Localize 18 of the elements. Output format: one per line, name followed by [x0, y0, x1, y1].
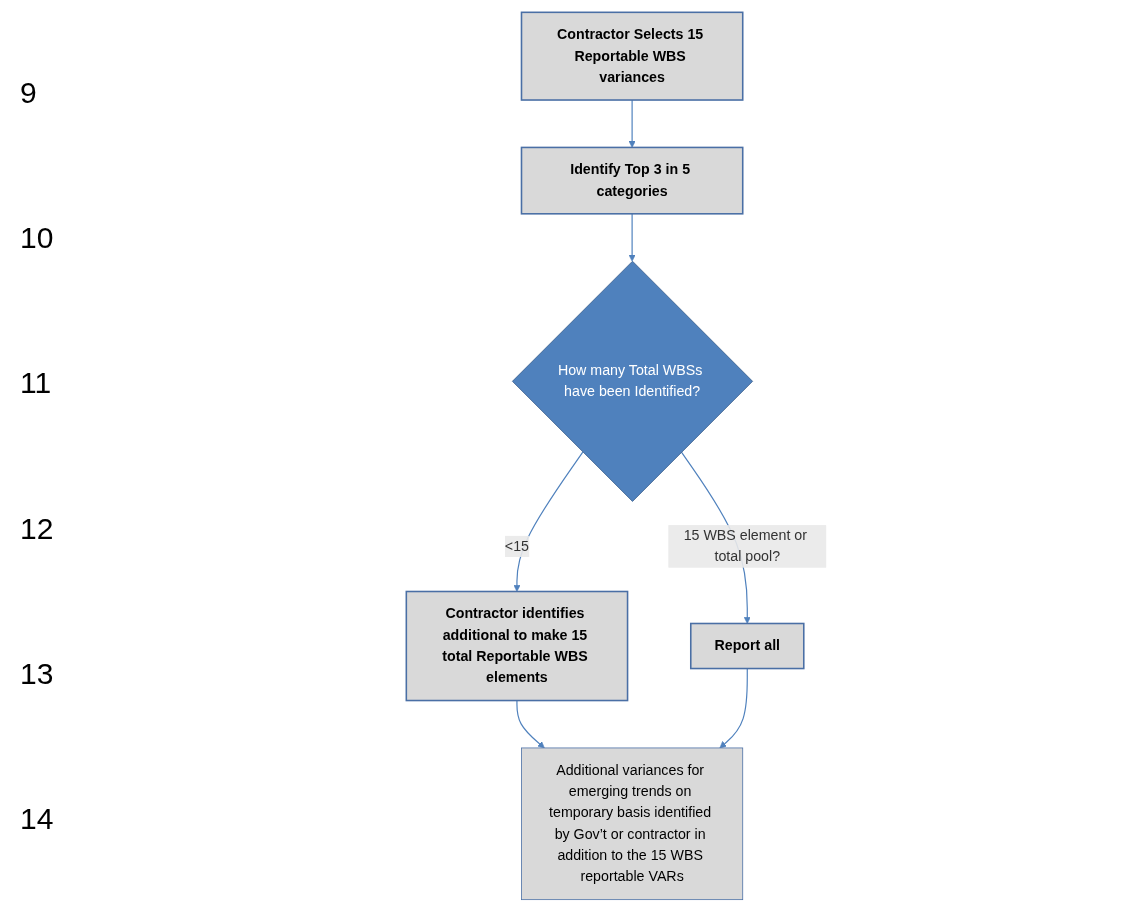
step-number: 11: [20, 366, 53, 401]
step-number: 12: [20, 511, 55, 546]
arrow: [628, 213, 636, 262]
node-box: Contractor Selects 15 Reportable WBS variances: [520, 11, 744, 101]
node-box: Report all: [689, 622, 805, 670]
step-number: 14: [20, 802, 55, 837]
edge-label: 15 WBS element or total pool?: [683, 527, 807, 565]
step-number: 9: [20, 75, 38, 110]
step-number: 10: [20, 221, 55, 255]
step-number: 13: [20, 656, 55, 691]
node-box: Additional variances for emerging trends on temporary basis identified by Gov’t or contractor in addition to the 15 WBS reportable VARs: [520, 747, 743, 901]
arrow: [516, 699, 545, 749]
arrow: [719, 667, 748, 749]
node-box: Identify Top 3 in 5 categories: [520, 146, 744, 215]
node-diamond: How many Total WBSs have been Identified?: [511, 260, 753, 502]
edge-label: <15: [504, 538, 529, 554]
arrow: [628, 99, 636, 148]
node-box: Contractor identifies additional to make 15 total Reportable WBS elements: [405, 590, 629, 702]
